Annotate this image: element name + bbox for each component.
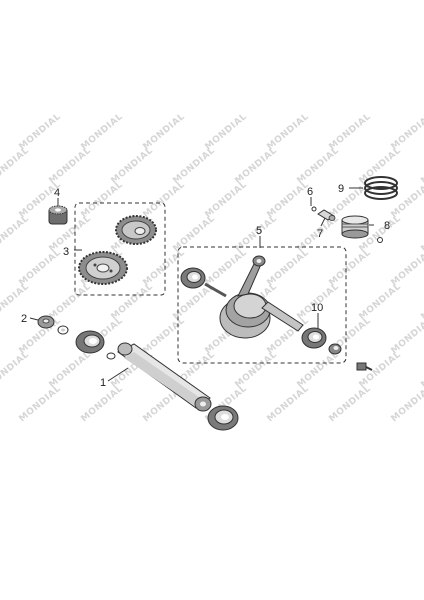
watermark-text: MONDIAL xyxy=(296,146,342,187)
watermark-text: MONDIAL xyxy=(48,282,94,323)
watermark-text: MONDIAL xyxy=(0,316,1,357)
small-gear xyxy=(48,205,68,225)
callout-8: 8 xyxy=(384,220,390,232)
bolt xyxy=(356,362,373,371)
watermark-text: MONDIAL xyxy=(420,282,424,323)
crank-group-box xyxy=(177,246,347,364)
watermark-text: MONDIAL xyxy=(0,112,1,153)
bearing-bottom xyxy=(207,405,239,431)
crank-bearing-left xyxy=(180,267,206,289)
piston xyxy=(341,215,369,239)
callout-3: 3 xyxy=(63,246,69,258)
watermark-text: MONDIAL xyxy=(0,214,31,255)
watermark-text: MONDIAL xyxy=(0,180,1,221)
callout-7: 7 xyxy=(317,228,323,240)
callout-1: 1 xyxy=(100,377,106,389)
gear-group-box xyxy=(74,202,166,296)
spacer xyxy=(328,343,342,355)
watermark-text: MONDIAL xyxy=(420,146,424,187)
watermark-text: MONDIAL xyxy=(172,146,218,187)
crank-flywheel xyxy=(219,292,271,339)
watermark-text: MONDIAL xyxy=(0,384,1,425)
watermark-text: MONDIAL xyxy=(80,384,126,425)
watermark-text: MONDIAL xyxy=(358,282,404,323)
watermark-text: MONDIAL xyxy=(234,350,280,391)
callout-6: 6 xyxy=(307,186,313,198)
large-gear-top xyxy=(115,215,157,245)
watermark-text: MONDIAL xyxy=(48,350,94,391)
callout-4: 4 xyxy=(54,187,60,199)
large-gear-bottom xyxy=(78,251,128,285)
watermark-text: MONDIAL xyxy=(0,350,31,391)
watermark-text: MONDIAL xyxy=(172,214,218,255)
watermark-text: MONDIAL xyxy=(234,146,280,187)
watermark-text: MONDIAL xyxy=(110,146,156,187)
callout-5: 5 xyxy=(256,225,262,237)
nut-washer xyxy=(37,315,69,335)
watermark-text: MONDIAL xyxy=(48,146,94,187)
watermark-text: MONDIAL xyxy=(0,146,31,187)
watermark-text: MONDIAL xyxy=(420,350,424,391)
callout-2: 2 xyxy=(21,313,27,325)
washer-small xyxy=(106,352,116,360)
bearing-left xyxy=(75,330,105,354)
leader-lines xyxy=(29,197,374,382)
oil-seal xyxy=(301,327,327,349)
callout-10: 10 xyxy=(311,302,323,314)
watermark-text: MONDIAL xyxy=(18,384,64,425)
watermark-text: MONDIAL xyxy=(110,282,156,323)
watermark-text: MONDIAL xyxy=(390,384,424,425)
watermark-text: MONDIAL xyxy=(266,384,312,425)
watermark-text: MONDIAL xyxy=(0,248,1,289)
watermark-text: MONDIAL xyxy=(420,214,424,255)
connecting-rod xyxy=(237,255,266,297)
callout-9: 9 xyxy=(338,183,344,195)
watermark-text: MONDIAL xyxy=(296,350,342,391)
crankshaft-shaft xyxy=(117,342,212,412)
piston-pin-clip xyxy=(311,206,317,212)
piston-rings xyxy=(364,176,398,200)
crank-output-shaft xyxy=(261,301,304,332)
piston-clip xyxy=(377,237,383,243)
watermark-text: MONDIAL xyxy=(328,384,374,425)
